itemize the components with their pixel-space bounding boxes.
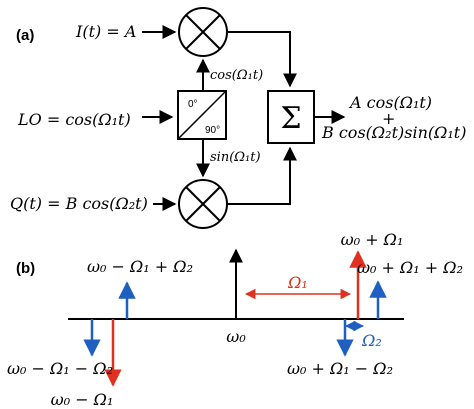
omega1-offset-label: Ω₁	[287, 273, 308, 292]
output-line2: B cos(Ω₂t)sin(Ω₁t)	[321, 123, 466, 142]
mixer-top-icon	[178, 7, 228, 57]
panel-b-label: (b)	[16, 260, 35, 277]
splitter-0deg-label: 0°	[188, 99, 198, 110]
carrier-label: ω₀	[226, 327, 246, 346]
input-i-label: I(t) = A	[75, 22, 136, 41]
summer-box	[267, 90, 315, 144]
phase-splitter-icon	[177, 90, 227, 140]
mixer-bottom-icon	[178, 179, 228, 229]
panel-a-label: (a)	[16, 27, 34, 44]
sideband-minus1-minus2-label: ω₀ − Ω₁ − Ω₂	[7, 359, 113, 378]
omega2-offset-label: Ω₂	[361, 331, 382, 350]
sideband-minus-omega1-label: ω₀ − Ω₁	[51, 390, 114, 409]
sin-branch-label: sin(Ω₁t)	[210, 150, 261, 165]
sideband-plus-omega1-label: ω₀ + Ω₁	[341, 230, 404, 249]
cos-branch-label: cos(Ω₁t)	[210, 68, 263, 83]
splitter-90deg-label: 90°	[205, 125, 220, 136]
sideband-minus1-plus2-label: ω₀ − Ω₁ + Ω₂	[87, 257, 193, 276]
input-q-label: Q(t) = B cos(Ω₂t)	[10, 194, 148, 213]
output-plus: +	[382, 109, 395, 128]
sideband-plus1-plus2-label: ω₀ + Ω₁ + Ω₂	[357, 258, 463, 277]
output-line1: A cos(Ω₁t)	[348, 93, 432, 112]
top-mixer-to-summer-arrow	[227, 31, 297, 88]
summer-sigma-icon: Σ	[280, 101, 301, 136]
bottom-mixer-to-summer-arrow	[227, 146, 297, 205]
input-lo-label: LO = cos(Ω₁t)	[17, 110, 131, 129]
sideband-plus1-minus2-label: ω₀ + Ω₁ − Ω₂	[287, 359, 393, 378]
